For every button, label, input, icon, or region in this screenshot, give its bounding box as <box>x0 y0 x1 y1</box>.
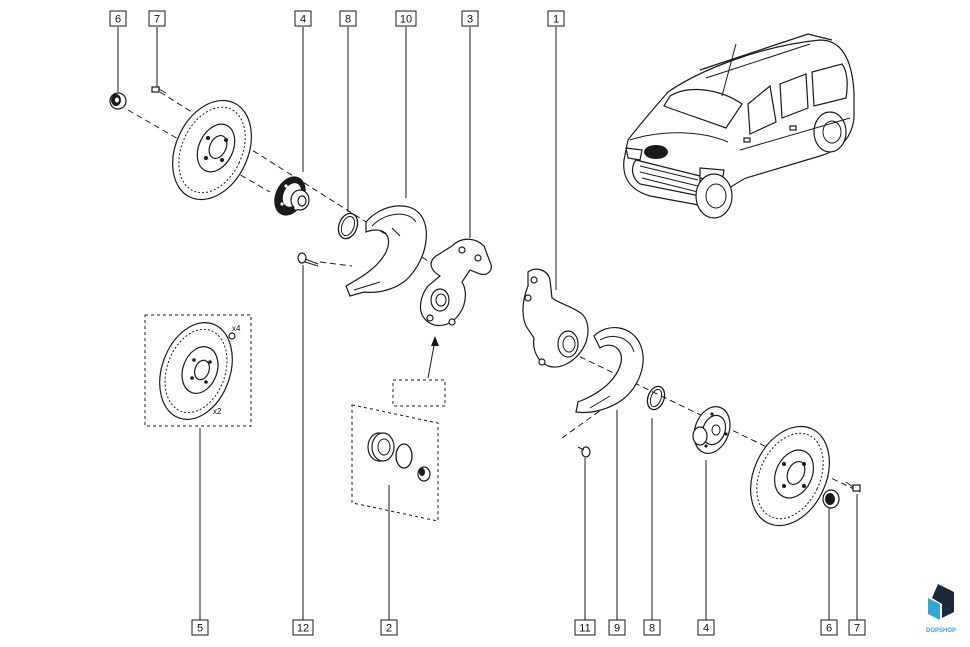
dopshop-logo: DOPSHOP <box>926 584 956 634</box>
callout-4-bottom: 4 <box>703 623 709 635</box>
callout-box-10-top <box>395 10 417 27</box>
callout-6-bottom: 6 <box>826 623 832 635</box>
callout-3-top: 3 <box>467 14 473 26</box>
qty-bolts-label: x4 <box>232 324 241 333</box>
callout-box-9-bottom <box>608 619 626 636</box>
callout-9-bottom: 9 <box>614 623 620 635</box>
callout-4-top: 4 <box>300 14 306 26</box>
steering-knuckle-right <box>522 268 589 368</box>
callouts-top: 6 7 4 8 10 3 1 <box>109 10 565 27</box>
callout-11-bottom: 11 <box>579 623 590 635</box>
callout-box-2-bottom <box>380 619 398 636</box>
hub-nut-left <box>109 92 127 110</box>
dust-shield-right <box>575 327 644 414</box>
callout-box-3-top <box>461 10 479 27</box>
callout-10-top: 10 <box>400 14 412 26</box>
brake-disc-left <box>172 99 252 201</box>
callout-box-8-bottom <box>643 619 661 636</box>
bearing-kit <box>351 404 439 522</box>
callout-box-6-bottom <box>820 619 838 636</box>
logo-accent-icon <box>928 598 940 620</box>
callout-box-8-top <box>339 10 357 27</box>
callout-8-bottom: 8 <box>649 623 655 635</box>
car-illustration <box>623 33 855 219</box>
dust-shield-left <box>345 205 427 297</box>
hub-nut-right <box>822 489 840 509</box>
callout-7-top: 7 <box>154 14 160 26</box>
callout-box-4-top <box>294 10 312 27</box>
wheel-hub-left <box>274 176 310 216</box>
callout-8-top: 8 <box>345 14 351 26</box>
logo-mark-icon <box>932 584 954 618</box>
brake-disc-right <box>750 425 830 527</box>
qty-discs-label: x2 <box>213 407 222 416</box>
callout-7-bottom: 7 <box>854 623 860 635</box>
circlip-right <box>646 385 666 411</box>
callout-box-1-top <box>547 10 565 27</box>
callout-box-12-bottom <box>292 619 314 636</box>
callouts-bottom: 5 12 2 11 9 8 4 6 7 <box>191 619 866 636</box>
callout-2-bottom: 2 <box>386 623 392 635</box>
leader-lines <box>117 27 858 620</box>
logo-brand-text: DOPSHOP <box>926 628 956 634</box>
wheel-hub-right <box>692 406 731 454</box>
callout-box-6-top <box>109 10 127 27</box>
callout-box-5-bottom <box>191 619 209 636</box>
callout-12-bottom: 12 <box>297 623 309 635</box>
callout-box-11-bottom <box>574 619 596 636</box>
callout-6-top: 6 <box>115 14 121 26</box>
screw-right <box>845 481 861 492</box>
callout-box-7-bottom <box>848 619 866 636</box>
shield-bolt-left <box>297 252 319 267</box>
circlip-left <box>337 212 359 240</box>
callout-1-top: 1 <box>553 14 559 26</box>
screw-left <box>151 86 167 94</box>
brake-disc-boxed <box>144 314 252 427</box>
qty-annotations: x4 x2 <box>213 324 241 416</box>
callout-box-4-bottom <box>697 619 715 636</box>
callout-box-7-top <box>148 10 166 27</box>
callout-5-bottom: 5 <box>197 623 203 635</box>
shield-bolt-right <box>577 446 591 458</box>
steering-knuckle-left <box>419 238 492 327</box>
arrow-left <box>392 336 446 407</box>
